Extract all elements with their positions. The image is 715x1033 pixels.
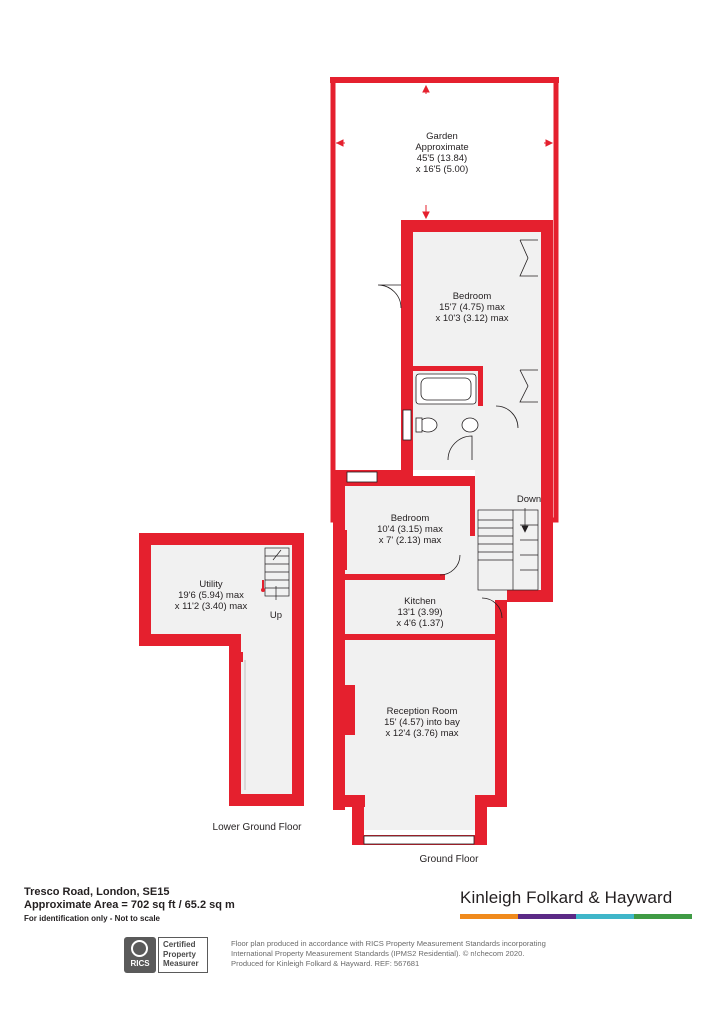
disclaimer-line2: International Property Measurement Stand… bbox=[231, 949, 525, 958]
bedroom1-label: Bedroom bbox=[453, 291, 492, 302]
garden-label: Garden bbox=[426, 131, 458, 142]
stairs-down-label: Down bbox=[517, 494, 541, 505]
rics-logo-text: RICS bbox=[130, 959, 150, 968]
reception-dim2: x 12'4 (3.76) max bbox=[385, 728, 458, 739]
lower-ground-floor bbox=[139, 533, 304, 806]
rics-logo: RICS bbox=[124, 937, 156, 973]
utility-label: Utility bbox=[199, 579, 222, 590]
doors bbox=[377, 239, 538, 619]
bedroom2-dim2: x 7' (2.13) max bbox=[379, 535, 442, 546]
garden-approx: Approximate bbox=[415, 142, 468, 153]
windows bbox=[346, 409, 475, 845]
garden-dim1: 45'5 (13.84) bbox=[417, 153, 467, 164]
brand-bar-teal bbox=[576, 914, 634, 919]
property-address-block: Tresco Road, London, SE15 Approximate Ar… bbox=[24, 886, 235, 912]
bedroom1-dim2: x 10'3 (3.12) max bbox=[435, 313, 508, 324]
reception-label: Reception Room bbox=[387, 706, 458, 717]
bedroom2-dim1: 10'4 (3.15) max bbox=[377, 524, 443, 535]
bathroom-fixtures bbox=[415, 373, 479, 433]
rics-badge: RICS Certified Property Measurer bbox=[124, 937, 208, 973]
brand-bar-green bbox=[634, 914, 692, 919]
kitchen-dim2: x 4'6 (1.37) bbox=[396, 618, 443, 629]
kitchen-dim1: 13'1 (3.99) bbox=[397, 607, 442, 618]
brand-bar-purple bbox=[518, 914, 576, 919]
garden-dim2: x 16'5 (5.00) bbox=[416, 164, 469, 175]
rics-certified-text: Certified Property Measurer bbox=[158, 937, 208, 973]
ground-floor-walls bbox=[333, 220, 553, 845]
reception-dim1: 15' (4.57) into bay bbox=[384, 717, 460, 728]
approximate-area: Approximate Area = 702 sq ft / 65.2 sq m bbox=[24, 899, 235, 911]
rics-glyph-icon bbox=[131, 940, 148, 957]
brand-bar-orange bbox=[460, 914, 518, 919]
rics-cert-line2: Property bbox=[163, 949, 196, 959]
bedroom1-dim1: 15'7 (4.75) max bbox=[439, 302, 505, 313]
kitchen-label: Kitchen bbox=[404, 596, 436, 607]
bedroom2-label: Bedroom bbox=[391, 513, 430, 524]
stairs-up-label: Up bbox=[270, 610, 282, 621]
disclaimer-line1: Floor plan produced in accordance with R… bbox=[231, 939, 546, 948]
ground-floor bbox=[345, 232, 541, 830]
utility-dim1: 19'6 (5.94) max bbox=[178, 590, 244, 601]
disclaimer-line3: Produced for Kinleigh Folkard & Hayward.… bbox=[231, 959, 420, 968]
scale-note: For identification only - Not to scale bbox=[24, 914, 161, 923]
property-address: Tresco Road, London, SE15 bbox=[24, 886, 170, 898]
rics-cert-line1: Certified bbox=[163, 940, 196, 949]
ground-floor-label: Ground Floor bbox=[420, 854, 480, 865]
staircase bbox=[477, 508, 539, 591]
utility-dim2: x 11'2 (3.40) max bbox=[175, 601, 248, 612]
disclaimer: Floor plan produced in accordance with R… bbox=[231, 939, 611, 969]
lower-ground-floor-label: Lower Ground Floor bbox=[213, 822, 303, 833]
rics-cert-line3: Measurer bbox=[163, 959, 199, 968]
room-labels: Garden Approximate 45'5 (13.84) x 16'5 (… bbox=[175, 131, 541, 865]
agent-brand: Kinleigh Folkard & Hayward bbox=[460, 888, 673, 907]
